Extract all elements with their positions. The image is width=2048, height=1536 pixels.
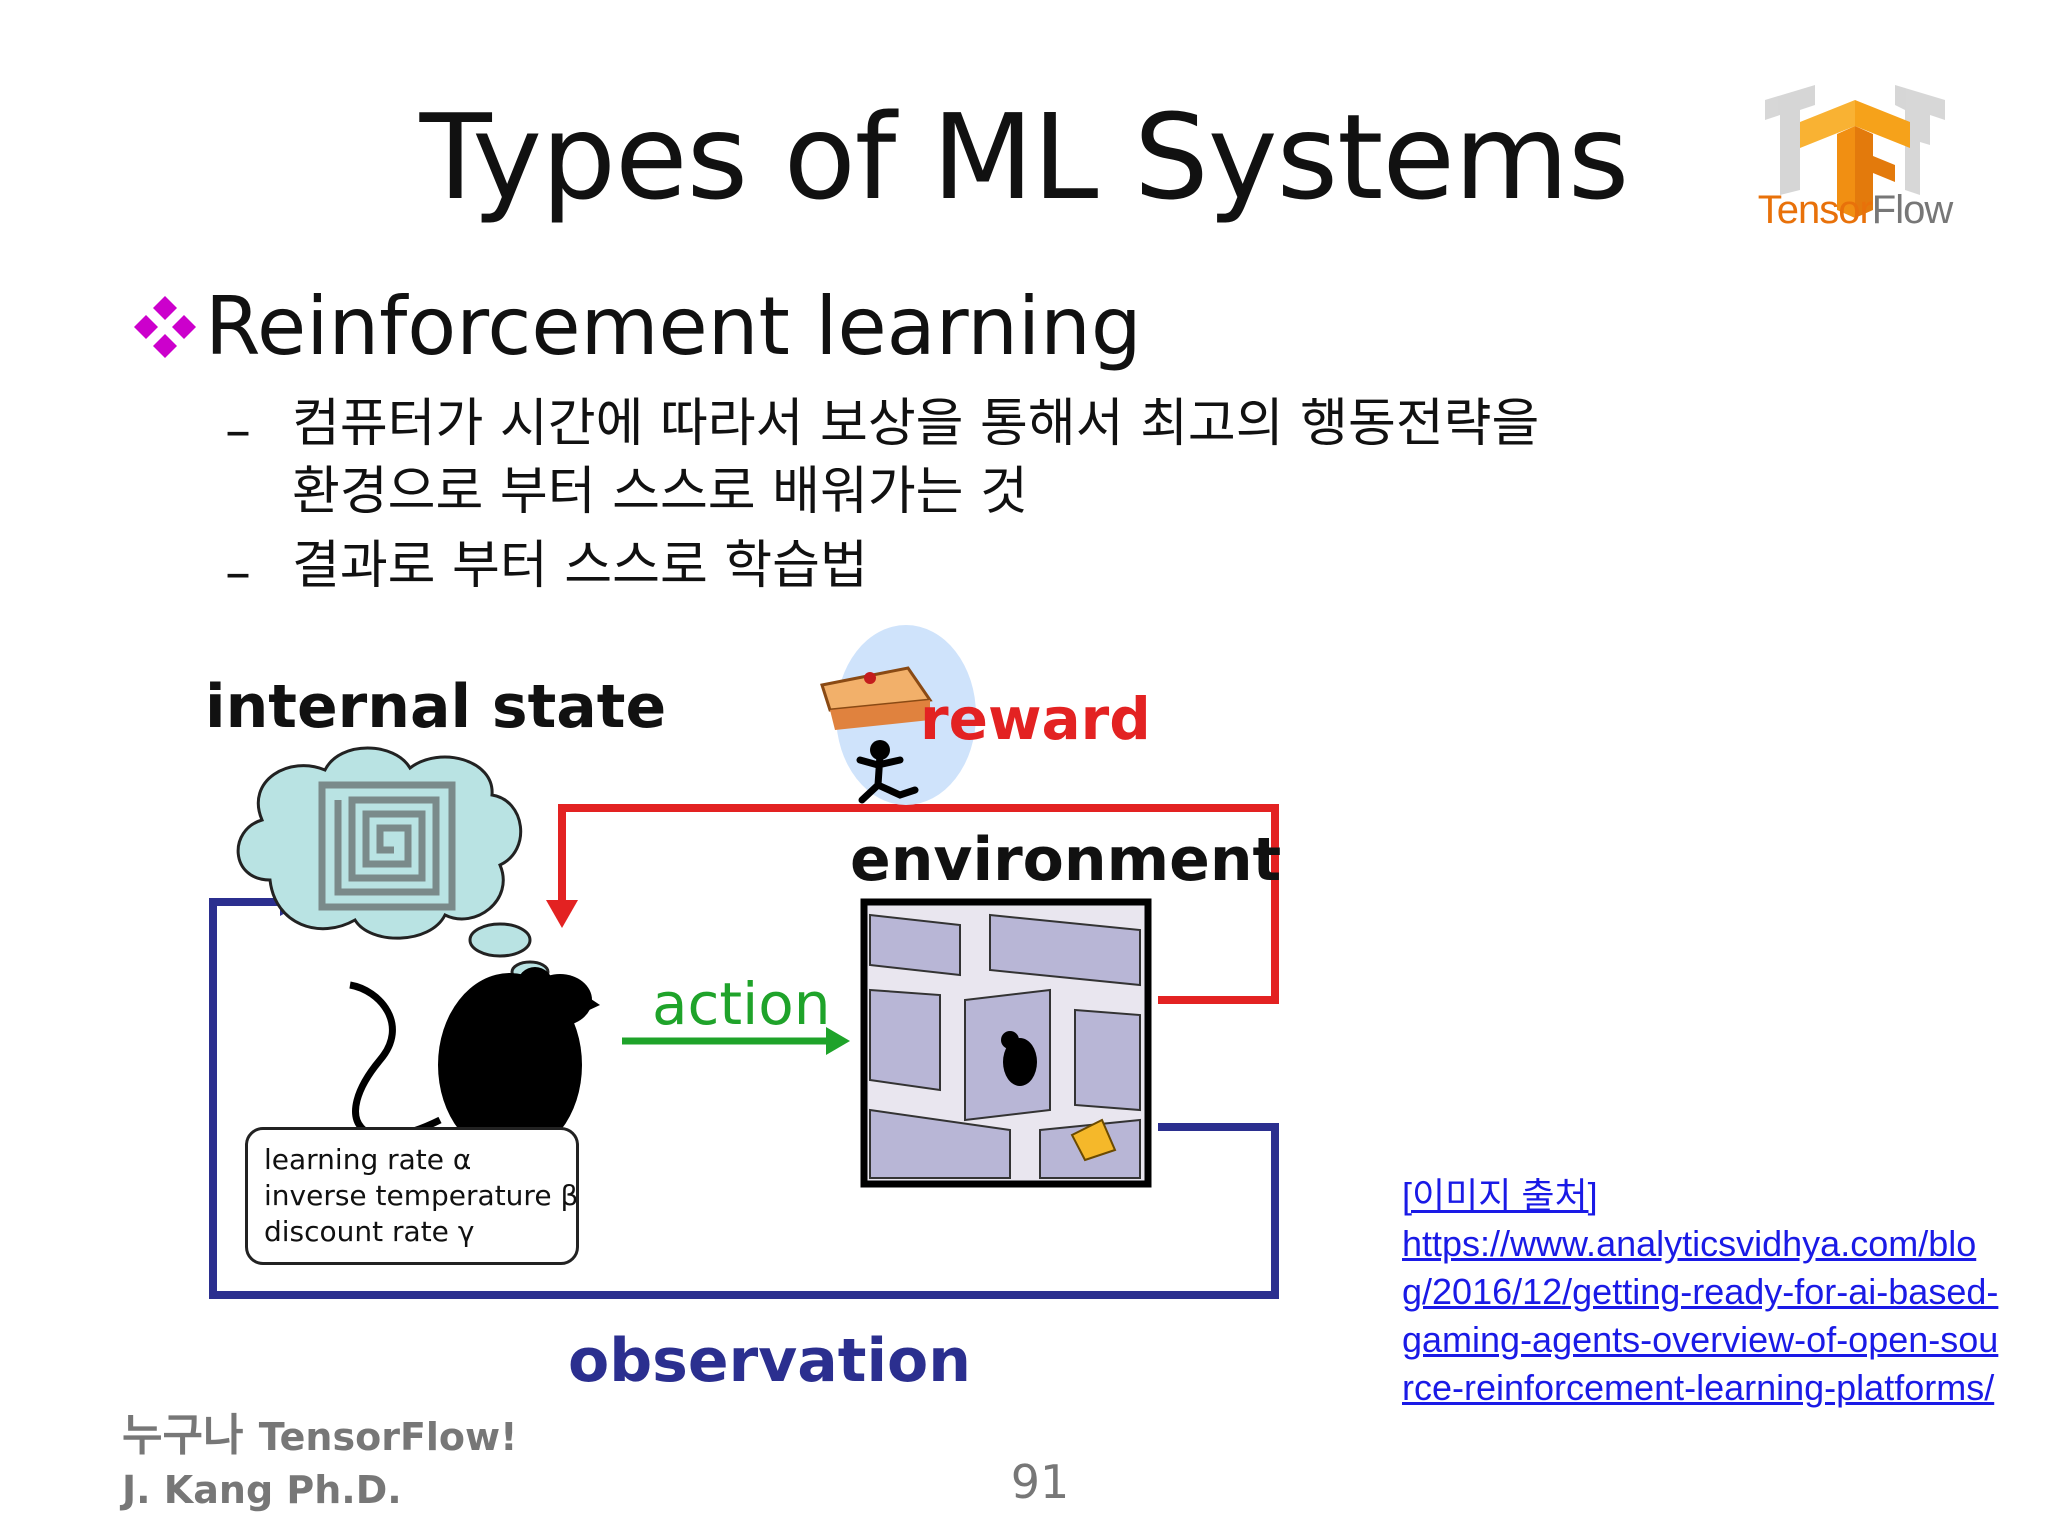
slide-title: Types of ML Systems [419, 88, 1630, 226]
page-number: 91 [1010, 1455, 1070, 1509]
param-discount-rate: discount rate γ [264, 1215, 475, 1248]
bullet-dash: – [225, 401, 251, 461]
environment-label: environment [850, 825, 1282, 895]
section-heading: Reinforcement learning [205, 280, 1142, 373]
action-arrowhead [826, 1027, 850, 1055]
footer-course-title: 누구나 TensorFlow! [122, 1410, 517, 1463]
observation-label: observation [568, 1326, 971, 1396]
bullet-dash: – [225, 543, 251, 603]
tensorflow-logo-icon [1765, 85, 1945, 218]
logo-text-tensor: Tensor [1757, 188, 1873, 232]
image-source-label-link[interactable]: [이미지 출처] [1402, 1175, 1598, 1216]
footer-course-korean: 누구나 [122, 1410, 244, 1461]
param-inverse-temperature: inverse temperature β [264, 1179, 579, 1212]
param-learning-rate: learning rate α [264, 1143, 472, 1176]
observation-arrow [209, 898, 1279, 1299]
runner-with-pie-icon [820, 625, 976, 805]
cheese-icon [1070, 1118, 1117, 1162]
reward-arrow [558, 804, 1279, 1004]
action-label: action [652, 970, 831, 1038]
four-diamond-bullet-icon [134, 296, 196, 358]
internal-state-label: internal state [205, 672, 667, 742]
bullet-text-line: 컴퓨터가 시간에 따라서 보상을 통해서 최고의 행동전략을 [292, 394, 1540, 454]
parameters-box: learning rate α inverse temperature β di… [245, 1127, 579, 1265]
footer-author: J. Kang Ph.D. [122, 1468, 402, 1512]
footer-course-tf: TensorFlow! [258, 1415, 518, 1459]
reward-arrowhead [546, 900, 578, 928]
mouse-icon [349, 967, 600, 1157]
tensorflow-logo-text: TensorFlow [1745, 188, 1965, 232]
image-source-url-link[interactable]: https://www.analyticsvidhya.com/blog/201… [1402, 1223, 1999, 1408]
bullet-text-line: 환경으로 부터 스스로 배워가는 것 [292, 462, 1028, 522]
logo-text-flow: Flow [1871, 188, 1953, 232]
maze-icon [318, 781, 456, 911]
reward-label: reward [920, 685, 1151, 753]
bullet-text-line: 결과로 부터 스스로 학습법 [292, 536, 868, 596]
image-source-citation: [이미지 출처] https://www.analyticsvidhya.com… [1402, 1172, 2002, 1412]
